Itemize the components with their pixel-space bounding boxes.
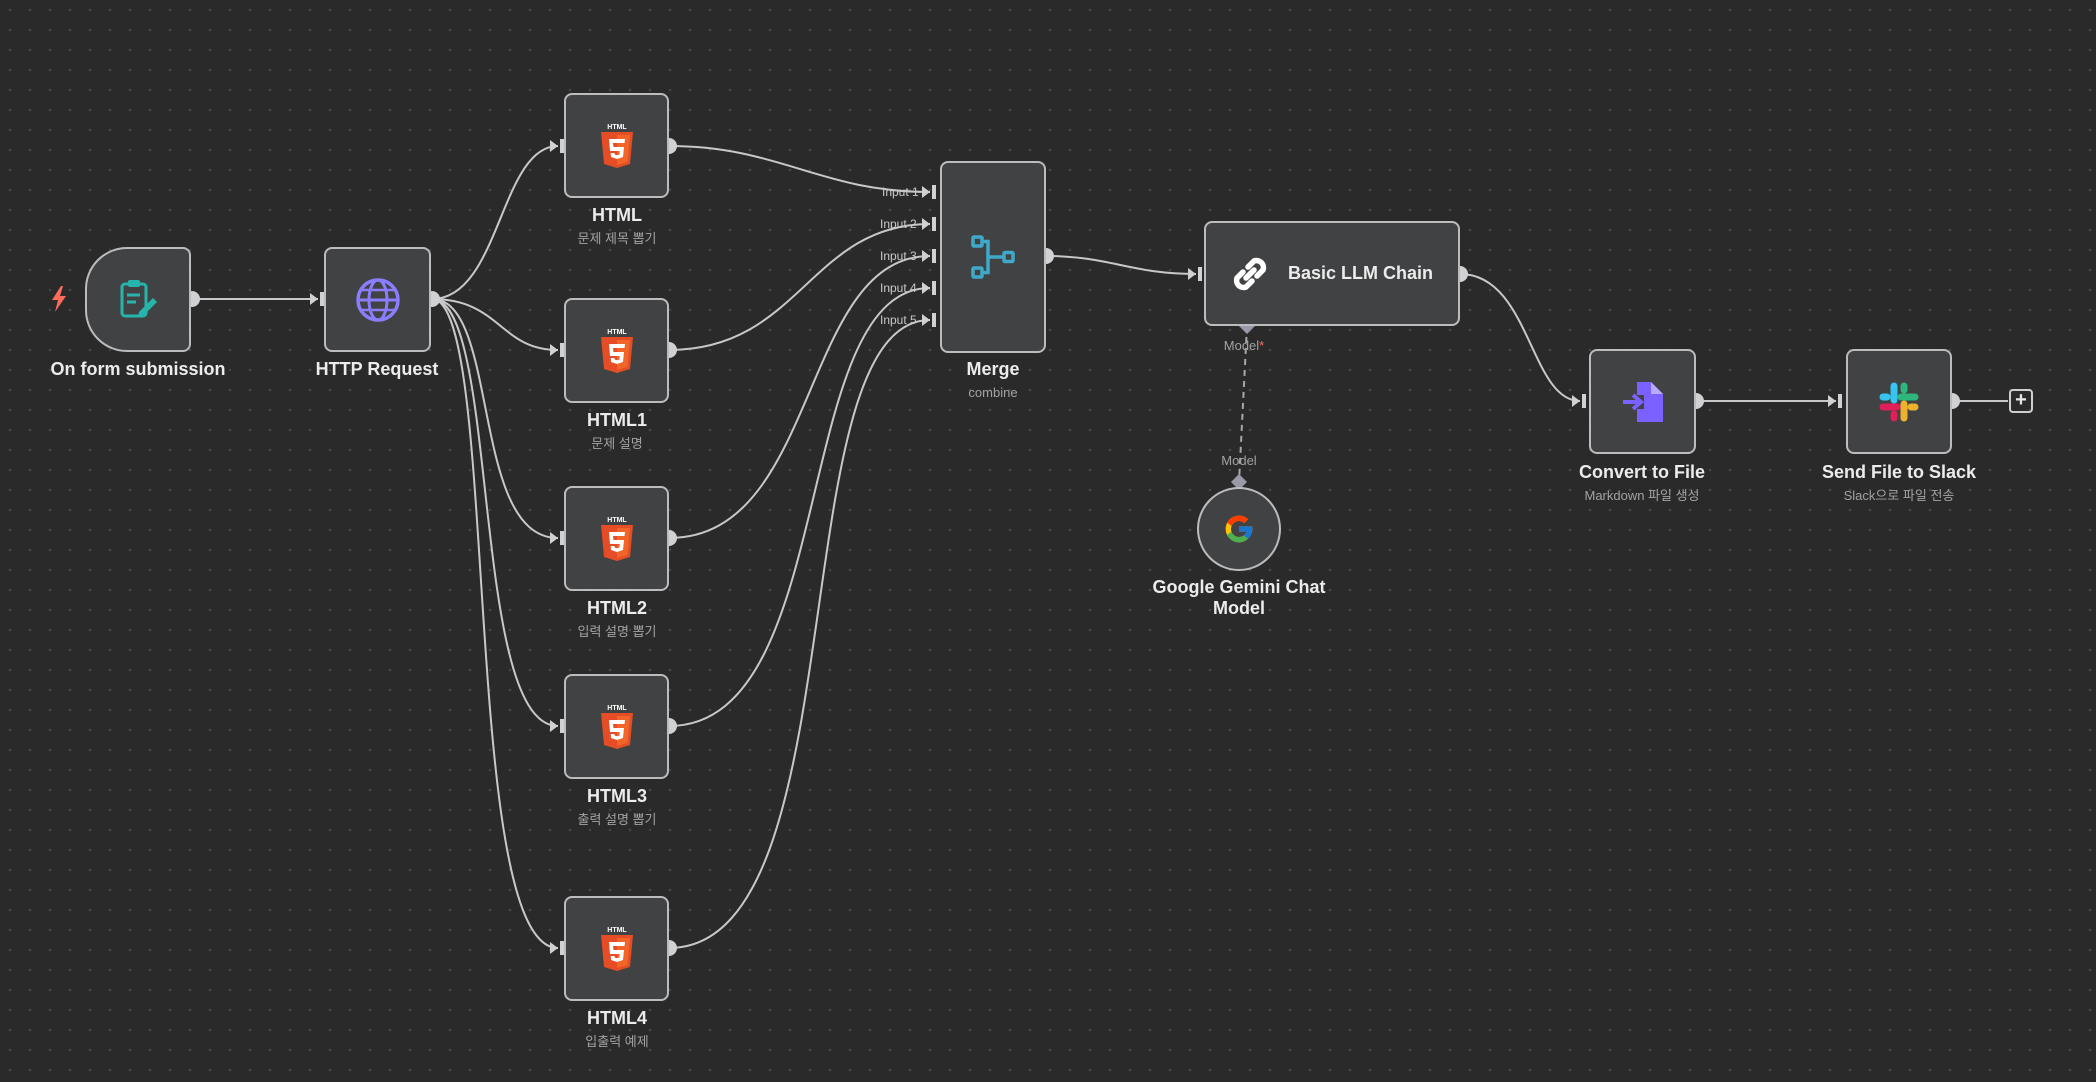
node-merge[interactable] xyxy=(940,161,1046,353)
input-port xyxy=(922,314,930,326)
node-html1[interactable]: HTML xyxy=(564,298,669,403)
input-port xyxy=(310,293,318,305)
node-subtitle: 출력 설명 뽑기 xyxy=(577,812,657,827)
node-label: HTML xyxy=(592,205,642,225)
convert-file-icon xyxy=(1622,381,1663,422)
node-google-gemini[interactable] xyxy=(1197,487,1281,571)
node-basic-llm-chain[interactable]: Basic LLM Chain xyxy=(1204,221,1460,326)
input-port xyxy=(550,720,558,732)
input-port xyxy=(922,282,930,294)
node-subtitle: combine xyxy=(968,385,1018,400)
merge-input-label-1: Input 1 xyxy=(882,185,919,199)
merge-input-label-3: Input 3 xyxy=(880,249,917,263)
html5-icon: HTML xyxy=(600,124,633,168)
node-label-line: Model xyxy=(1212,598,1265,618)
input-port xyxy=(1828,395,1836,407)
input-port xyxy=(550,140,558,152)
node-subtitle: 입력 설명 뽑기 xyxy=(577,624,657,639)
link-icon xyxy=(1233,257,1267,290)
input-port xyxy=(922,250,930,262)
input-port xyxy=(1188,268,1196,280)
edge-merge-to-llm xyxy=(1045,255,1197,275)
node-subtitle: Slack으로 파일 전송 xyxy=(1843,488,1955,503)
node-convert-to-file[interactable] xyxy=(1589,349,1696,454)
edge-http-to-html3 xyxy=(431,298,559,727)
node-label: On form submission xyxy=(50,359,226,379)
html5-icon: HTML xyxy=(600,927,633,971)
node-http-request[interactable] xyxy=(324,247,431,352)
node-subtitle: 입출력 예제 xyxy=(585,1034,649,1049)
merge-input-label-2: Input 2 xyxy=(880,217,917,231)
input-port xyxy=(1572,395,1580,407)
merge-input-label-4: Input 4 xyxy=(880,281,917,295)
node-label: HTML1 xyxy=(587,410,647,430)
node-html4[interactable]: HTML xyxy=(564,896,669,1001)
input-port xyxy=(550,344,558,356)
node-html[interactable]: HTML xyxy=(564,93,669,198)
form-edit-icon xyxy=(120,279,157,317)
edge-llm-to-convert xyxy=(1459,273,1581,402)
required-marker: * xyxy=(1259,338,1265,353)
html5-icon: HTML xyxy=(600,705,633,749)
merge-input-label-5: Input 5 xyxy=(880,313,917,327)
node-label: HTML4 xyxy=(587,1008,647,1028)
node-label: Convert to File xyxy=(1578,462,1706,482)
edge-model-dashed xyxy=(1238,325,1248,483)
model-port-diamond xyxy=(1231,474,1247,490)
edge-http-to-html1 xyxy=(431,298,559,351)
svg-text:HTML: HTML xyxy=(607,329,627,336)
slack-icon xyxy=(1879,382,1919,421)
google-icon xyxy=(1225,515,1253,543)
svg-text:HTML: HTML xyxy=(607,517,627,524)
svg-text:HTML: HTML xyxy=(607,705,627,712)
node-subtitle: 문제 설명 xyxy=(591,436,643,451)
edge-html-to-merge xyxy=(668,145,931,193)
node-send-file-to-slack[interactable] xyxy=(1846,349,1952,454)
edge-http-to-html2 xyxy=(431,298,559,539)
node-html2[interactable]: HTML xyxy=(564,486,669,591)
edge-http-to-html xyxy=(431,145,559,300)
edge-html2-to-merge xyxy=(668,255,931,539)
globe-icon xyxy=(355,277,400,322)
node-subtitle: 문제 제목 뽑기 xyxy=(577,231,657,246)
edge-http-to-html4 xyxy=(431,298,559,949)
html5-icon: HTML xyxy=(600,517,633,561)
input-port xyxy=(922,218,930,230)
svg-text:HTML: HTML xyxy=(607,124,627,131)
node-form-trigger[interactable] xyxy=(85,247,191,352)
merge-icon xyxy=(971,235,1015,279)
node-label: Merge xyxy=(966,359,1020,379)
node-subtitle: Markdown 파일 생성 xyxy=(1584,488,1700,503)
svg-text:HTML: HTML xyxy=(607,927,627,934)
input-port xyxy=(550,942,558,954)
trigger-bolt-icon xyxy=(52,286,66,312)
input-port xyxy=(922,186,930,198)
model-port-text: Model xyxy=(1223,338,1260,353)
node-label: HTTP Request xyxy=(315,359,439,379)
node-html3[interactable]: HTML xyxy=(564,674,669,779)
node-label: HTML2 xyxy=(587,598,647,618)
edge-html3-to-merge xyxy=(668,287,931,727)
input-port xyxy=(550,532,558,544)
node-label: Basic LLM Chain xyxy=(1288,263,1434,283)
edge-html1-to-merge xyxy=(668,223,931,351)
edge-html4-to-merge xyxy=(668,319,931,949)
node-label: HTML3 xyxy=(587,786,647,806)
model-port-label: Model* xyxy=(1224,338,1264,353)
html5-icon: HTML xyxy=(600,329,633,373)
node-label: Google Gemini Chat Model xyxy=(1152,577,1325,619)
node-label: Send File to Slack xyxy=(1821,462,1977,482)
node-label-line: Google Gemini Chat xyxy=(1152,577,1326,597)
add-node-button[interactable]: + xyxy=(2009,389,2033,413)
gemini-port-label: Model xyxy=(1221,453,1257,468)
